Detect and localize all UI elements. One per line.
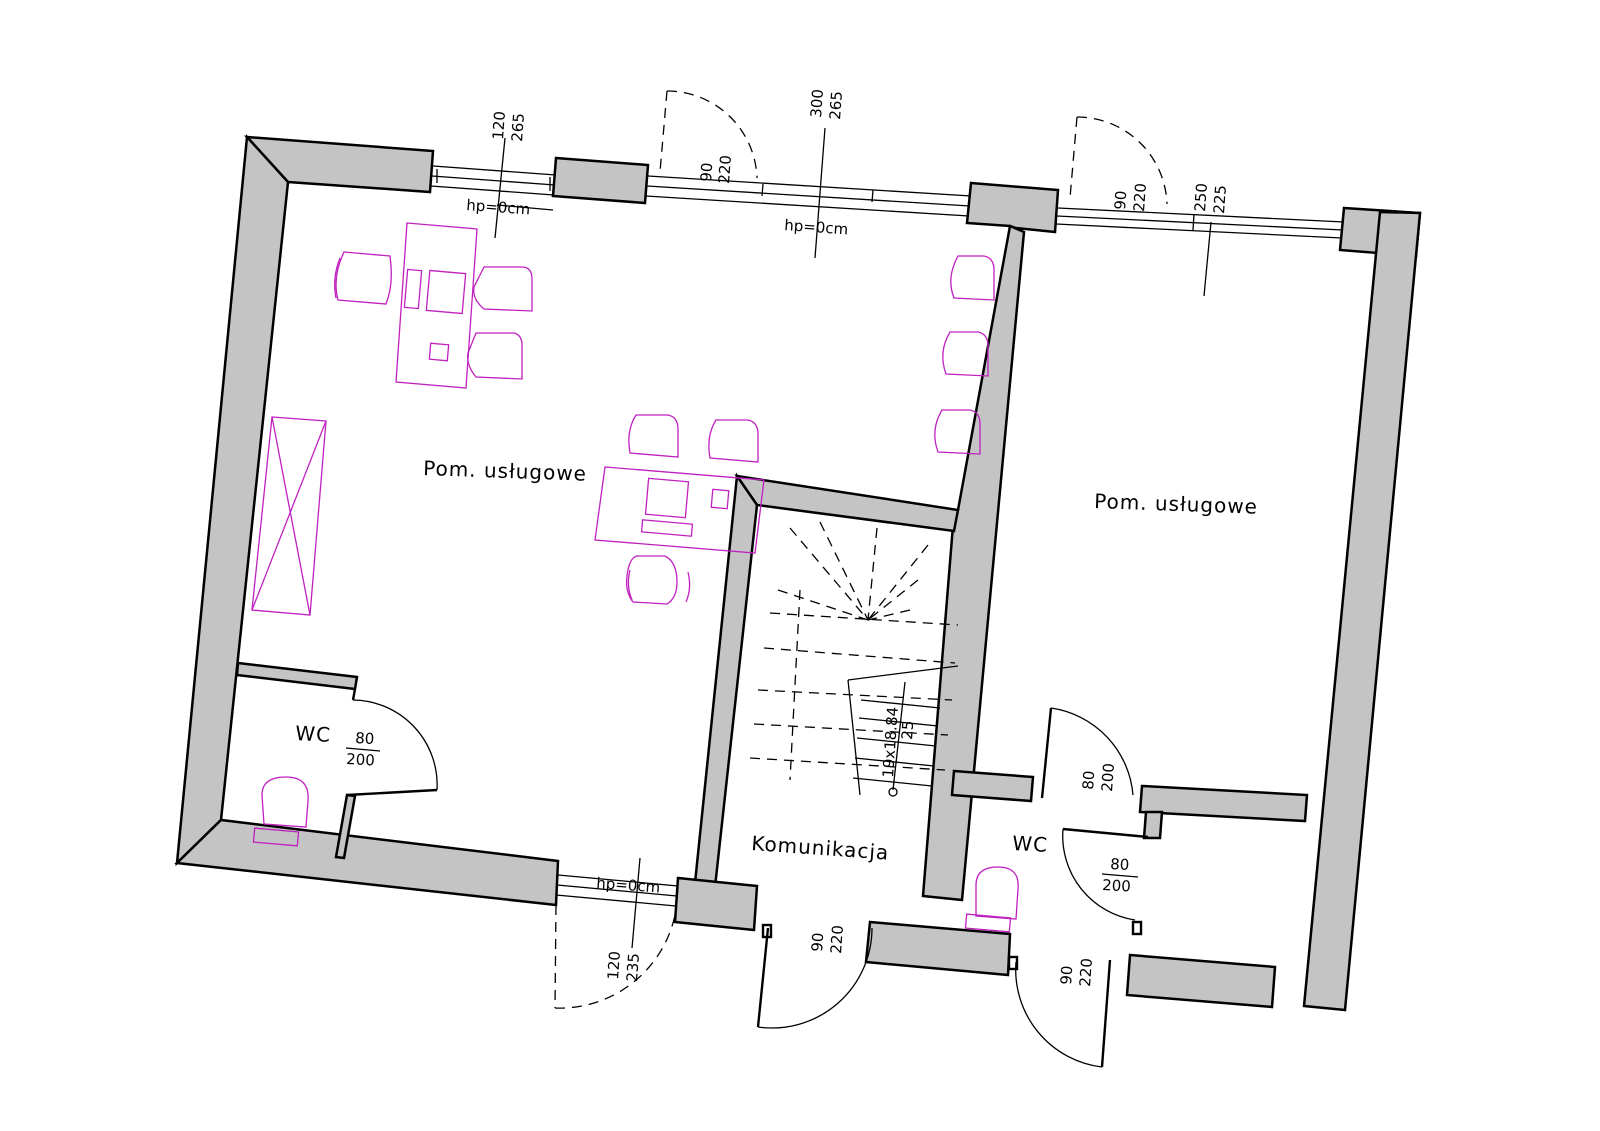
room-label-corridor: Komunikacja — [751, 831, 890, 865]
door-wc-right-b-w: 80 — [1110, 855, 1130, 874]
door-top-right-h: 220 — [1130, 182, 1150, 212]
door-wc-left-h: 200 — [346, 750, 376, 769]
wall-right-stub — [1142, 810, 1164, 840]
wall-top-pier — [551, 156, 650, 205]
wall-right-inner-h — [1138, 784, 1309, 823]
wall-right-inner-h2 — [1125, 953, 1277, 1009]
wall-bottom-mid — [673, 876, 759, 932]
chair-tl-2 — [473, 266, 533, 312]
door-wc-right-a-h: 200 — [1098, 762, 1118, 792]
door-entry-right-h: 220 — [1076, 957, 1096, 987]
chair-right-3 — [934, 409, 981, 455]
door-wc-right-a-w: 80 — [1079, 770, 1098, 790]
door-top-mid-h: 220 — [715, 154, 735, 184]
phone-b — [710, 488, 730, 510]
keyboard — [640, 519, 694, 537]
door-wc-left — [346, 688, 438, 797]
window-top-right — [1055, 207, 1345, 239]
chair-mid-1 — [628, 414, 679, 458]
door-entry-left-w: 90 — [808, 932, 827, 952]
door-bottom-window — [554, 904, 677, 1009]
door-top-right-w: 90 — [1111, 190, 1130, 210]
stair-spec: 19x18.84 — [879, 706, 902, 778]
window-top-right-h: 225 — [1210, 184, 1230, 214]
window-top-mid-w: 300 — [807, 88, 827, 118]
wall-wc-left-top — [235, 661, 359, 691]
wall-left-outer — [175, 134, 290, 867]
wall-right-outer — [1302, 210, 1422, 1012]
door-entry-right — [1007, 955, 1112, 1068]
staircase — [749, 521, 959, 797]
window-bottom-w: 120 — [604, 950, 624, 980]
window-top-left-h: 265 — [508, 112, 528, 142]
chair-tl-3 — [467, 332, 523, 380]
wall-left-bottom — [174, 818, 560, 907]
stair-depth: 25 — [898, 720, 917, 740]
chair-right-1 — [950, 255, 995, 301]
chair-mid-2 — [708, 419, 759, 463]
window-top-mid — [645, 175, 972, 217]
chair-right-2 — [942, 331, 989, 377]
room-label-office-left: Pom. usługowe — [423, 456, 588, 486]
room-label-office-right: Pom. usługowe — [1094, 489, 1259, 519]
door-wc-right-b — [1062, 827, 1149, 936]
chair-top-left — [335, 251, 392, 305]
room-label-wc-right: WC — [1012, 831, 1049, 857]
wall-stair-left — [693, 472, 759, 889]
window-bottom — [555, 874, 679, 907]
door-top-mid-w: 90 — [697, 162, 716, 182]
sill-label-top-mid: hp=0cm — [784, 216, 849, 238]
sill-label-top-left: hp=0cm — [466, 196, 531, 218]
furniture — [251, 222, 1019, 933]
wall-top-right-corner — [965, 181, 1060, 234]
window-bottom-h: 235 — [623, 952, 643, 982]
window-top-right-w: 250 — [1191, 182, 1211, 212]
wall-wc-right-top — [950, 769, 1035, 803]
door-entry-left-h: 220 — [827, 924, 847, 954]
phone-a — [428, 342, 450, 362]
door-wc-right-a — [1040, 707, 1134, 799]
door-top-mid — [659, 90, 758, 179]
door-wc-left-w: 80 — [355, 729, 375, 748]
door-top-right — [1069, 116, 1168, 205]
room-label-wc-left: WC — [295, 721, 332, 747]
desk-top-left — [395, 222, 478, 389]
toilet-right — [964, 866, 1019, 933]
window-top-left-w: 120 — [489, 110, 509, 140]
toilet-left — [252, 776, 309, 847]
chair-mid-3 — [625, 555, 678, 605]
dimension-lines — [494, 127, 1212, 949]
door-entry-left — [756, 923, 873, 1029]
wall-stair-top — [734, 474, 960, 533]
sill-label-bottom: hp=0cm — [596, 874, 661, 896]
walls — [174, 134, 1422, 1012]
monitor-b — [425, 269, 467, 315]
door-entry-right-w: 90 — [1057, 965, 1076, 985]
door-wc-right-b-h: 200 — [1102, 876, 1132, 895]
wall-wc-right-bottom — [864, 920, 1012, 977]
monitor-c — [644, 477, 690, 519]
desk-middle — [594, 466, 765, 554]
monitor-a — [403, 268, 423, 310]
window-top-mid-h: 265 — [826, 90, 846, 120]
window-top-left — [430, 165, 557, 196]
